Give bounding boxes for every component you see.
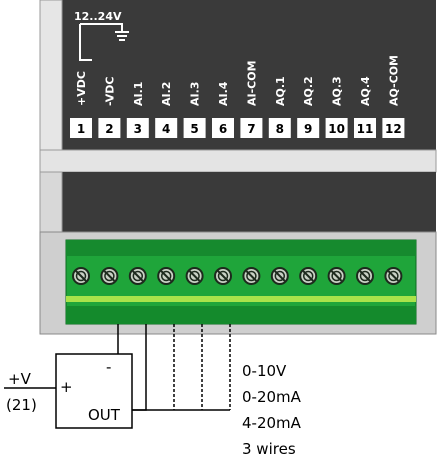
terminal-number-box <box>240 118 263 138</box>
terminal-label: AQ.3 <box>331 76 344 106</box>
terminal-number: 4 <box>162 122 170 136</box>
terminal-label: AI.4 <box>217 81 230 106</box>
ground-symbol-bracket <box>79 23 129 61</box>
terminal-block-highlight <box>66 296 416 302</box>
module-housing-edge <box>39 0 63 161</box>
terminal-number: 1 <box>77 122 85 136</box>
supply-range-label: 12..24V <box>74 10 122 23</box>
terminal-screw <box>100 267 119 285</box>
terminal-number: 3 <box>134 122 142 136</box>
terminal-screw <box>242 267 261 285</box>
terminal-label: AI.2 <box>160 82 173 106</box>
terminal-number-box <box>268 118 291 138</box>
terminal-label: -VDC <box>103 77 116 106</box>
terminal-screw <box>270 267 289 285</box>
supply-reference-label: (21) <box>6 396 37 414</box>
terminal-label: +VDC <box>75 71 88 106</box>
terminal-screw <box>327 267 346 285</box>
terminal-screw <box>157 267 176 285</box>
signal-note: 0-20mA <box>242 388 302 406</box>
terminal-label: AQ.4 <box>359 76 372 106</box>
terminal-block-top-strip <box>66 240 416 256</box>
terminal-screw <box>356 267 374 285</box>
terminal-label: AI-COM <box>245 60 258 106</box>
terminal-label: AQ-COM <box>387 55 400 106</box>
terminal-number: 2 <box>105 122 113 136</box>
terminal-number: 6 <box>219 122 227 136</box>
terminal-number: 10 <box>328 122 345 136</box>
wires <box>117 324 230 411</box>
sensor-minus-sign: - <box>106 358 111 376</box>
terminal-screw <box>214 267 232 285</box>
sensor-out-label: OUT <box>88 406 121 424</box>
terminal-number-box <box>382 118 405 138</box>
terminal-number-box <box>183 118 206 138</box>
sensor-box <box>55 353 133 429</box>
sensor-plus-sign: + <box>60 378 73 396</box>
terminal-screw <box>185 267 204 285</box>
supply-voltage-label: +V <box>8 370 32 388</box>
terminal-label: AI.1 <box>132 82 145 106</box>
terminal-number: 5 <box>190 122 198 136</box>
terminal-number: 9 <box>304 122 312 136</box>
terminal-label: AI.3 <box>189 82 202 106</box>
terminal-number: 7 <box>247 122 255 136</box>
terminal-screw <box>72 267 90 285</box>
housing-dark-window <box>62 172 436 232</box>
signal-notes: 0-10V 0-20mA 4-20mA 3 wires <box>242 362 302 458</box>
terminal-number-box <box>70 118 92 138</box>
terminal-number: 8 <box>276 122 284 136</box>
signal-note: 4-20mA <box>242 414 302 432</box>
terminal-label: AQ.2 <box>302 76 315 106</box>
signal-note: 0-10V <box>242 362 287 380</box>
terminal-block-bottom <box>66 306 416 324</box>
dashed-signal-wires <box>173 324 231 410</box>
terminal-labels: +VDC -VDC AI.1 AI.2 AI.3 AI.4 AI-COM AQ.1 AQ.2 AQ… <box>75 55 400 106</box>
terminal-number: 12 <box>385 122 402 136</box>
terminal-number-box <box>98 118 121 138</box>
terminal-number-box <box>126 118 149 138</box>
terminal-number-box <box>354 118 376 138</box>
housing-left-rail <box>39 171 63 233</box>
terminal-number-box <box>155 118 178 138</box>
terminal-number-box <box>325 118 348 138</box>
terminal-screw <box>299 267 318 285</box>
terminal-number: 11 <box>357 122 374 136</box>
terminal-screw <box>384 267 403 285</box>
terminal-number-box <box>297 118 320 138</box>
housing-mid-band <box>39 149 437 173</box>
terminal-screw <box>128 267 147 285</box>
terminal-label: AQ.1 <box>274 76 287 106</box>
terminal-screws <box>72 267 403 285</box>
signal-note: 3 wires <box>242 440 296 458</box>
terminal-number-box <box>212 118 234 138</box>
